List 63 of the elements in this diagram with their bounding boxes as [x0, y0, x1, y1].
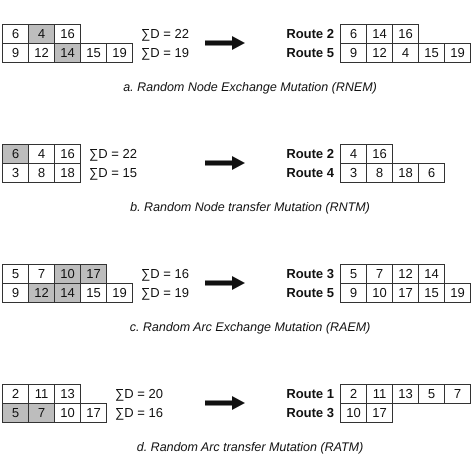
- distance-sum: ∑D = 16: [141, 265, 189, 283]
- table-cell: 3: [340, 163, 367, 183]
- table-cell: 14: [418, 264, 445, 284]
- table-cell: 10: [340, 403, 367, 423]
- table-cell: 15: [418, 43, 445, 63]
- caption: c. Random Arc Exchange Mutation (RAEM): [130, 320, 370, 334]
- table-cell: 4: [340, 144, 367, 164]
- table-cell: 9: [2, 43, 29, 63]
- route-label: Route 2: [285, 145, 334, 163]
- table-cell: 7: [444, 384, 471, 404]
- table-cell: 6: [418, 163, 445, 183]
- highlighted-cell: 17: [80, 264, 107, 284]
- distance-sum: ∑D = 19: [141, 284, 189, 302]
- table-cell: 19: [444, 283, 471, 303]
- caption: b. Random Node transfer Mutation (RNTM): [130, 200, 370, 214]
- table-cell: 6: [2, 24, 29, 44]
- table-cell: 16: [366, 144, 393, 164]
- route-label: Route 4: [285, 164, 334, 182]
- distance-sum: ∑D = 19: [141, 44, 189, 62]
- highlighted-cell: 12: [28, 283, 55, 303]
- table-cell: 3: [2, 163, 29, 183]
- table-cell: 19: [444, 43, 471, 63]
- table-cell: 19: [106, 43, 133, 63]
- table-cell: 18: [392, 163, 419, 183]
- table-cell: 13: [54, 384, 81, 404]
- table-cell: 18: [54, 163, 81, 183]
- highlighted-cell: 5: [2, 403, 29, 423]
- table-cell: 17: [80, 403, 107, 423]
- table-cell: 9: [2, 283, 29, 303]
- route-label: Route 3: [285, 404, 334, 422]
- route-label: Route 5: [285, 44, 334, 62]
- caption: a. Random Node Exchange Mutation (RNEM): [123, 80, 377, 94]
- route-label: Route 1: [285, 385, 334, 403]
- distance-sum: ∑D = 15: [89, 164, 137, 182]
- route-label: Route 2: [285, 25, 334, 43]
- table-cell: 16: [54, 24, 81, 44]
- distance-sum: ∑D = 22: [89, 145, 137, 163]
- highlighted-cell: 10: [54, 264, 81, 284]
- caption: d. Random Arc transfer Mutation (RATM): [136, 440, 364, 454]
- distance-sum: ∑D = 22: [141, 25, 189, 43]
- table-cell: 9: [340, 283, 367, 303]
- highlighted-cell: 14: [54, 283, 81, 303]
- route-label: Route 3: [285, 265, 334, 283]
- highlighted-cell: 6: [2, 144, 29, 164]
- table-cell: 6: [340, 24, 367, 44]
- table-cell: 9: [340, 43, 367, 63]
- table-cell: 17: [366, 403, 393, 423]
- table-cell: 5: [418, 384, 445, 404]
- table-cell: 2: [340, 384, 367, 404]
- route-label: Route 5: [285, 284, 334, 302]
- distance-sum: ∑D = 16: [115, 404, 163, 422]
- highlighted-cell: 7: [28, 403, 55, 423]
- table-cell: 15: [80, 43, 107, 63]
- table-cell: 16: [54, 144, 81, 164]
- highlighted-cell: 4: [28, 24, 55, 44]
- table-cell: 16: [392, 24, 419, 44]
- highlighted-cell: 14: [54, 43, 81, 63]
- table-cell: 19: [106, 283, 133, 303]
- table-cell: 13: [392, 384, 419, 404]
- table-cell: 5: [340, 264, 367, 284]
- table-cell: 5: [2, 264, 29, 284]
- distance-sum: ∑D = 20: [115, 385, 163, 403]
- table-cell: 2: [2, 384, 29, 404]
